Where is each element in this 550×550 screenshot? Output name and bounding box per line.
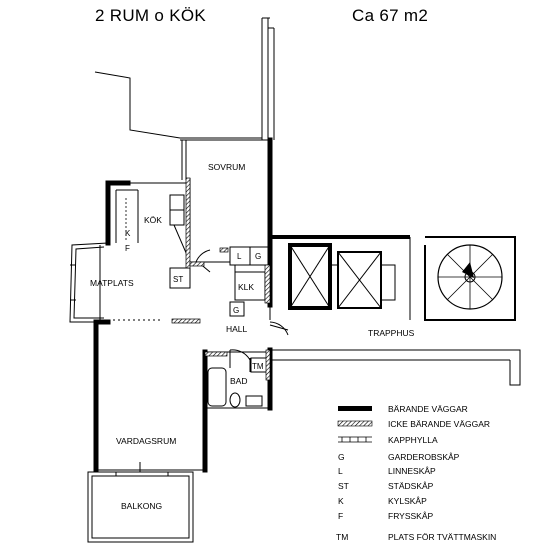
legend-label-k: KYLSKÅP (388, 496, 427, 506)
plan-area: Ca 67 m2 (352, 6, 429, 25)
legend-label-g: GARDEROBSKÅP (388, 452, 460, 462)
room-vardagsrum: VARDAGSRUM (116, 436, 176, 446)
legend-symbol-tm: TM (336, 532, 348, 542)
room-sovrum: SOVRUM (208, 162, 245, 172)
room-kok: KÖK (144, 215, 162, 225)
room-balkong: BALKONG (121, 501, 162, 511)
legend-label-kapphylla: KAPPHYLLA (388, 435, 438, 445)
legend-symbol-st: ST (338, 481, 349, 491)
stairwell (270, 235, 521, 386)
plan-title: 2 RUM o KÖK (95, 6, 206, 25)
legend-symbol-l: L (338, 466, 343, 476)
legend-swatch-kapphylla (338, 436, 372, 443)
room-matplats: MATPLATS (90, 278, 134, 288)
legend-label-bearing: BÄRANDE VÄGGAR (388, 404, 468, 414)
legend-symbol-f: F (338, 511, 343, 521)
legend-label-l: LINNESKÅP (388, 466, 436, 476)
fixture-g2: G (233, 306, 239, 315)
legend-label-nonbearing: ICKE BÄRANDE VÄGGAR (388, 419, 490, 429)
room-hall: HALL (226, 324, 248, 334)
fixture-g: G (255, 252, 261, 261)
room-trapphus: TRAPPHUS (368, 328, 415, 338)
fixture-l: L (237, 252, 242, 261)
legend-label-f: FRYSSKÅP (388, 511, 434, 521)
legend-symbol-g: G (338, 452, 345, 462)
legend-swatch-bearing (338, 406, 372, 411)
fixture-tm: TM (252, 362, 264, 371)
fixture-k: K (125, 229, 131, 238)
thin-walls (69, 17, 289, 543)
legend-symbol-k: K (338, 496, 344, 506)
legend-label-tm: PLATS FÖR TVÄTTMASKIN (388, 532, 496, 542)
fixture-f: F (125, 244, 130, 253)
legend-label-st: STÄDSKÅP (388, 481, 434, 491)
legend: G L ST K F TM BÄRANDE VÄGGAR ICKE BÄRAND… (336, 404, 496, 542)
fixture-st: ST (173, 275, 183, 284)
room-bad: BAD (230, 376, 247, 386)
room-klk: KLK (238, 282, 254, 292)
non-bearing-walls (171, 177, 271, 381)
legend-swatch-nonbearing (337, 420, 373, 427)
